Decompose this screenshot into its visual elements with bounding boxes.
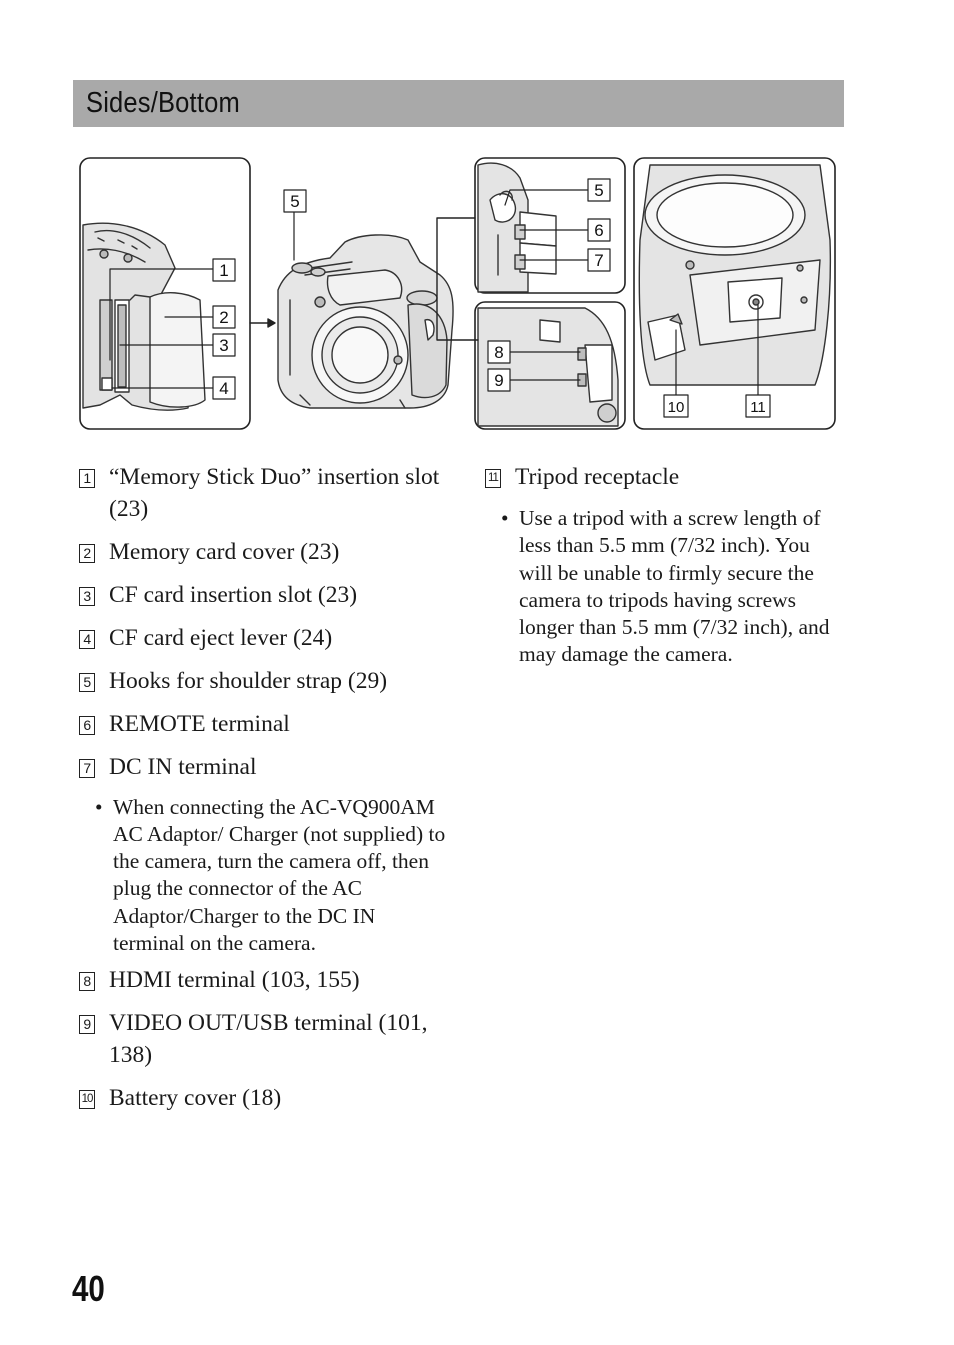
item-number-badge: 4	[79, 629, 95, 649]
section-title: Sides/Bottom	[86, 87, 240, 119]
list-item: 9 VIDEO OUT/USB terminal (101, 138)	[77, 1008, 447, 1071]
camera-body	[277, 234, 454, 409]
callout-6-text: 6	[594, 221, 603, 240]
item-number-badge: 7	[79, 758, 95, 778]
callout-7: 7	[587, 248, 611, 272]
callout-4-text: 4	[219, 379, 228, 398]
callout-9: 9	[487, 368, 511, 392]
bullet: •	[95, 794, 103, 819]
parts-list-left: 1 “Memory Stick Duo” insertion slot (23)…	[77, 462, 447, 1126]
item-text: “Memory Stick Duo” insertion slot (23)	[109, 464, 440, 522]
note-text: Use a tripod with a screw length of less…	[519, 506, 830, 667]
list-item: 7 DC IN terminal	[77, 752, 447, 784]
callout-11-text: 11	[750, 399, 766, 416]
item-number-badge: 11	[485, 469, 501, 488]
item-text: DC IN terminal	[109, 753, 257, 780]
callout-11: 11	[745, 394, 771, 418]
item-number-badge: 6	[79, 715, 95, 735]
item-text: Memory card cover (23)	[109, 538, 340, 565]
item-text: VIDEO OUT/USB terminal (101, 138)	[109, 1010, 428, 1068]
list-item: 3 CF card insertion slot (23)	[77, 580, 447, 612]
callout-10: 10	[663, 394, 689, 418]
callout-2-text: 2	[219, 308, 228, 327]
callout-4: 4	[212, 376, 236, 400]
list-item: 4 CF card eject lever (24)	[77, 623, 447, 655]
item-number-badge: 3	[79, 586, 95, 606]
callout-10-text: 10	[668, 399, 685, 416]
callout-1: 1	[212, 258, 236, 282]
item-number-badge: 1	[79, 469, 95, 488]
callout-3-text: 3	[219, 336, 228, 355]
item-number-badge: 8	[79, 972, 95, 992]
item-number-badge: 10	[79, 1089, 95, 1109]
section-header-bar: Sides/Bottom	[73, 80, 844, 127]
list-item: 1 “Memory Stick Duo” insertion slot (23)	[77, 462, 447, 525]
bottom-view-panel	[633, 157, 836, 430]
list-item: 11 Tripod receptacle	[483, 462, 848, 494]
item-number-badge: 2	[79, 543, 95, 563]
callout-2: 2	[212, 305, 236, 329]
callout-5-main: 5	[283, 189, 307, 213]
callout-6: 6	[587, 218, 611, 242]
side-slot-panel	[79, 157, 251, 430]
note-dc-in: • When connecting the AC-VQ900AM AC Adap…	[95, 794, 447, 958]
list-item: 6 REMOTE terminal	[77, 709, 447, 741]
callout-8: 8	[487, 340, 511, 364]
item-text: REMOTE terminal	[109, 710, 290, 737]
callout-7-text: 7	[594, 251, 603, 270]
bullet: •	[501, 506, 509, 530]
callout-1-text: 1	[219, 261, 228, 280]
list-item: 5 Hooks for shoulder strap (29)	[77, 666, 447, 698]
item-number-badge: 5	[79, 672, 95, 692]
terminal-panel-bottom	[474, 301, 626, 430]
callout-5-inset: 5	[587, 178, 611, 202]
list-item: 8 HDMI terminal (103, 155)	[77, 965, 447, 997]
callout-3: 3	[212, 333, 236, 357]
callout-5-inset-text: 5	[594, 181, 603, 200]
item-text: HDMI terminal (103, 155)	[109, 967, 360, 994]
item-text: Tripod receptacle	[515, 464, 680, 490]
callout-8-text: 8	[494, 343, 503, 362]
callout-9-text: 9	[494, 371, 503, 390]
item-text: CF card eject lever (24)	[109, 624, 333, 651]
item-number-badge: 9	[79, 1015, 95, 1035]
list-item: 10 Battery cover (18)	[77, 1083, 447, 1115]
item-text: CF card insertion slot (23)	[109, 581, 358, 608]
parts-list-right: 11 Tripod receptacle • Use a tripod with…	[483, 462, 848, 677]
item-text: Hooks for shoulder strap (29)	[109, 667, 388, 694]
camera-parts-diagram: 1 2 3 4 5 5 6 7	[79, 157, 836, 430]
item-text: Battery cover (18)	[109, 1084, 282, 1111]
page-number: 40	[72, 1268, 105, 1309]
callout-5-main-text: 5	[290, 192, 299, 211]
list-item: 2 Memory card cover (23)	[77, 537, 447, 569]
note-tripod: • Use a tripod with a screw length of le…	[501, 505, 848, 669]
note-text: When connecting the AC-VQ900AM AC Adapto…	[113, 794, 446, 955]
